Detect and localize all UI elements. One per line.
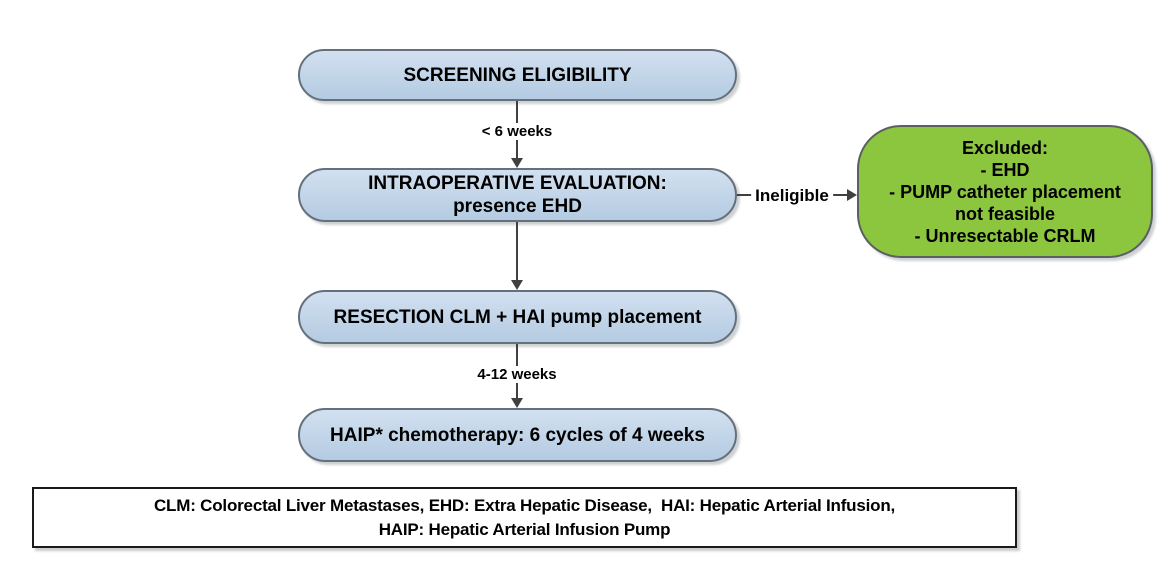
node-screening-label: SCREENING ELIGIBILITY: [403, 64, 632, 86]
node-excluded-line-ehd: - EHD: [980, 159, 1030, 180]
edge-label-ineligible: Ineligible: [751, 186, 833, 206]
node-haip-label: HAIP* chemotherapy: 6 cycles of 4 weeks: [330, 424, 705, 446]
node-excluded-line-feasible: not feasible: [954, 203, 1056, 224]
node-excluded-line-crlm: - Unresectable CRLM: [914, 225, 1096, 246]
legend-line1: CLM: Colorectal Liver Metastases, EHD: E…: [153, 495, 896, 515]
node-screening-eligibility: SCREENING ELIGIBILITY: [298, 49, 737, 101]
node-excluded: Excluded: - EHD - PUMP catheter placemen…: [857, 125, 1153, 258]
abbreviations-legend: CLM: Colorectal Liver Metastases, EHD: E…: [32, 487, 1017, 548]
node-intraoperative-label-line1: INTRAOPERATIVE EVALUATION:: [368, 173, 667, 194]
node-haip-chemotherapy: HAIP* chemotherapy: 6 cycles of 4 weeks: [298, 408, 737, 462]
node-excluded-line-pump: - PUMP catheter placement: [889, 181, 1121, 202]
node-resection-label: RESECTION CLM + HAI pump placement: [333, 306, 702, 328]
legend-line2: HAIP: Hepatic Arterial Infusion Pump: [378, 519, 671, 539]
node-excluded-line-title: Excluded:: [961, 137, 1049, 158]
node-resection: RESECTION CLM + HAI pump placement: [298, 290, 737, 344]
node-intraoperative-label-line2: presence EHD: [453, 196, 582, 217]
edge-label-4-12-weeks: 4-12 weeks: [473, 366, 561, 383]
edge-label-less-6-weeks: < 6 weeks: [477, 123, 557, 140]
node-intraoperative-evaluation: INTRAOPERATIVE EVALUATION: presence EHD: [298, 168, 737, 222]
arrow-intraoperative-to-resection: [511, 222, 523, 290]
